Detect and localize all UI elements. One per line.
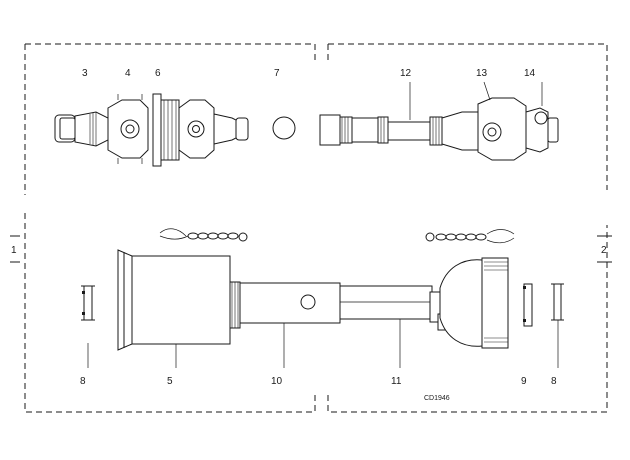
frame-upper-right [327,43,608,190]
part-clip-8-right [551,283,564,321]
frame-upper-left [24,43,316,195]
part-pin-14 [525,107,559,153]
callout-9: 9 [521,376,527,387]
part-clip-8-left [81,285,95,321]
side-marker-right: 2 [597,235,612,263]
leader-lines [87,81,559,368]
part-tube-12 [319,114,443,146]
side-marker-right-label: 2 [601,245,607,256]
drawing-code: CD1946 [424,395,450,402]
part-guard-bearing-3 [54,114,76,143]
part-guard-housing-5 [117,249,241,351]
side-marker-left-label: 1 [11,245,17,256]
callout-12: 12 [400,68,412,79]
callout-10: 10 [271,376,283,387]
callout-14: 14 [524,68,536,79]
part-outer-tube-11 [339,285,447,331]
callout-8-right: 8 [551,376,557,387]
part-cross-joint-4 [74,94,149,164]
frame-lower-left [24,213,316,413]
part-safety-chain-left [159,228,248,242]
callout-5: 5 [167,376,173,387]
part-inner-tube-10 [239,282,341,324]
part-yoke-13 [441,97,527,161]
callout-13: 13 [476,68,488,79]
callout-6: 6 [155,68,161,79]
callout-4: 4 [125,68,131,79]
part-bracket-9 [523,283,533,327]
side-marker-left: 1 [10,235,20,263]
callout-8-left: 8 [80,376,86,387]
callout-3: 3 [82,68,88,79]
callout-7: 7 [274,68,280,79]
part-ball-7 [272,116,296,140]
callout-11: 11 [391,376,402,387]
part-shear-plate-6 [152,93,249,167]
part-safety-chain-right [425,229,515,244]
part-guard-cone-9 [439,257,509,349]
